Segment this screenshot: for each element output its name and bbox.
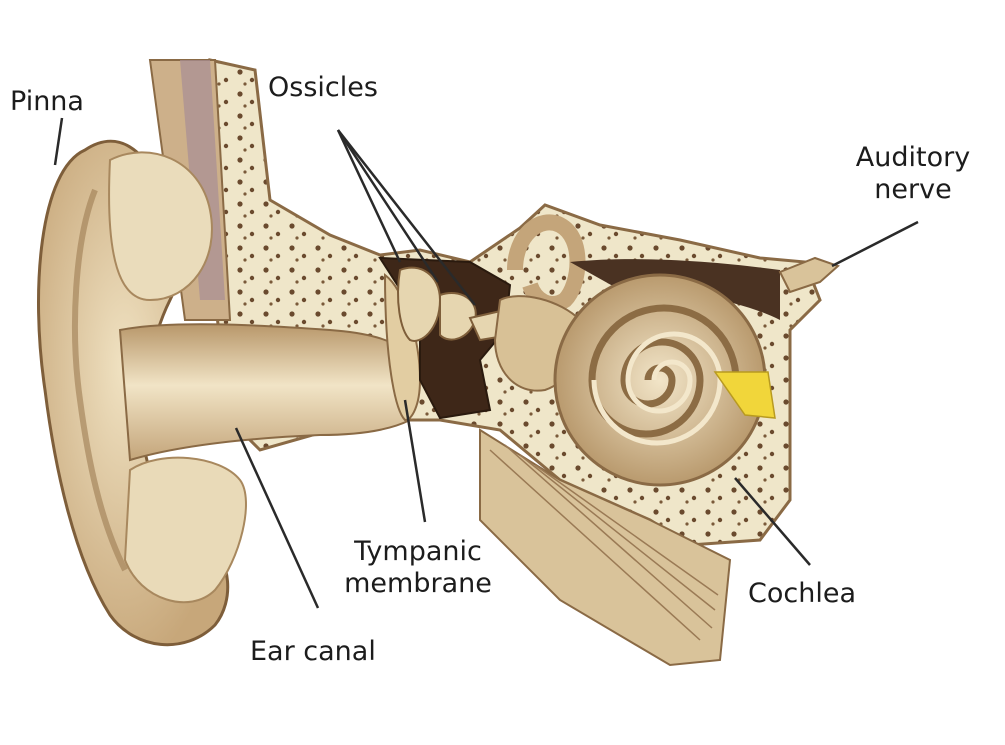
label-ear-canal: Ear canal: [250, 636, 376, 668]
label-auditory-nerve: Auditory nerve: [848, 142, 978, 206]
label-ossicles: Ossicles: [268, 72, 378, 104]
label-cochlea: Cochlea: [748, 578, 856, 610]
label-tympanic-membrane: Tympanic membrane: [338, 536, 498, 600]
label-pinna: Pinna: [10, 86, 84, 118]
